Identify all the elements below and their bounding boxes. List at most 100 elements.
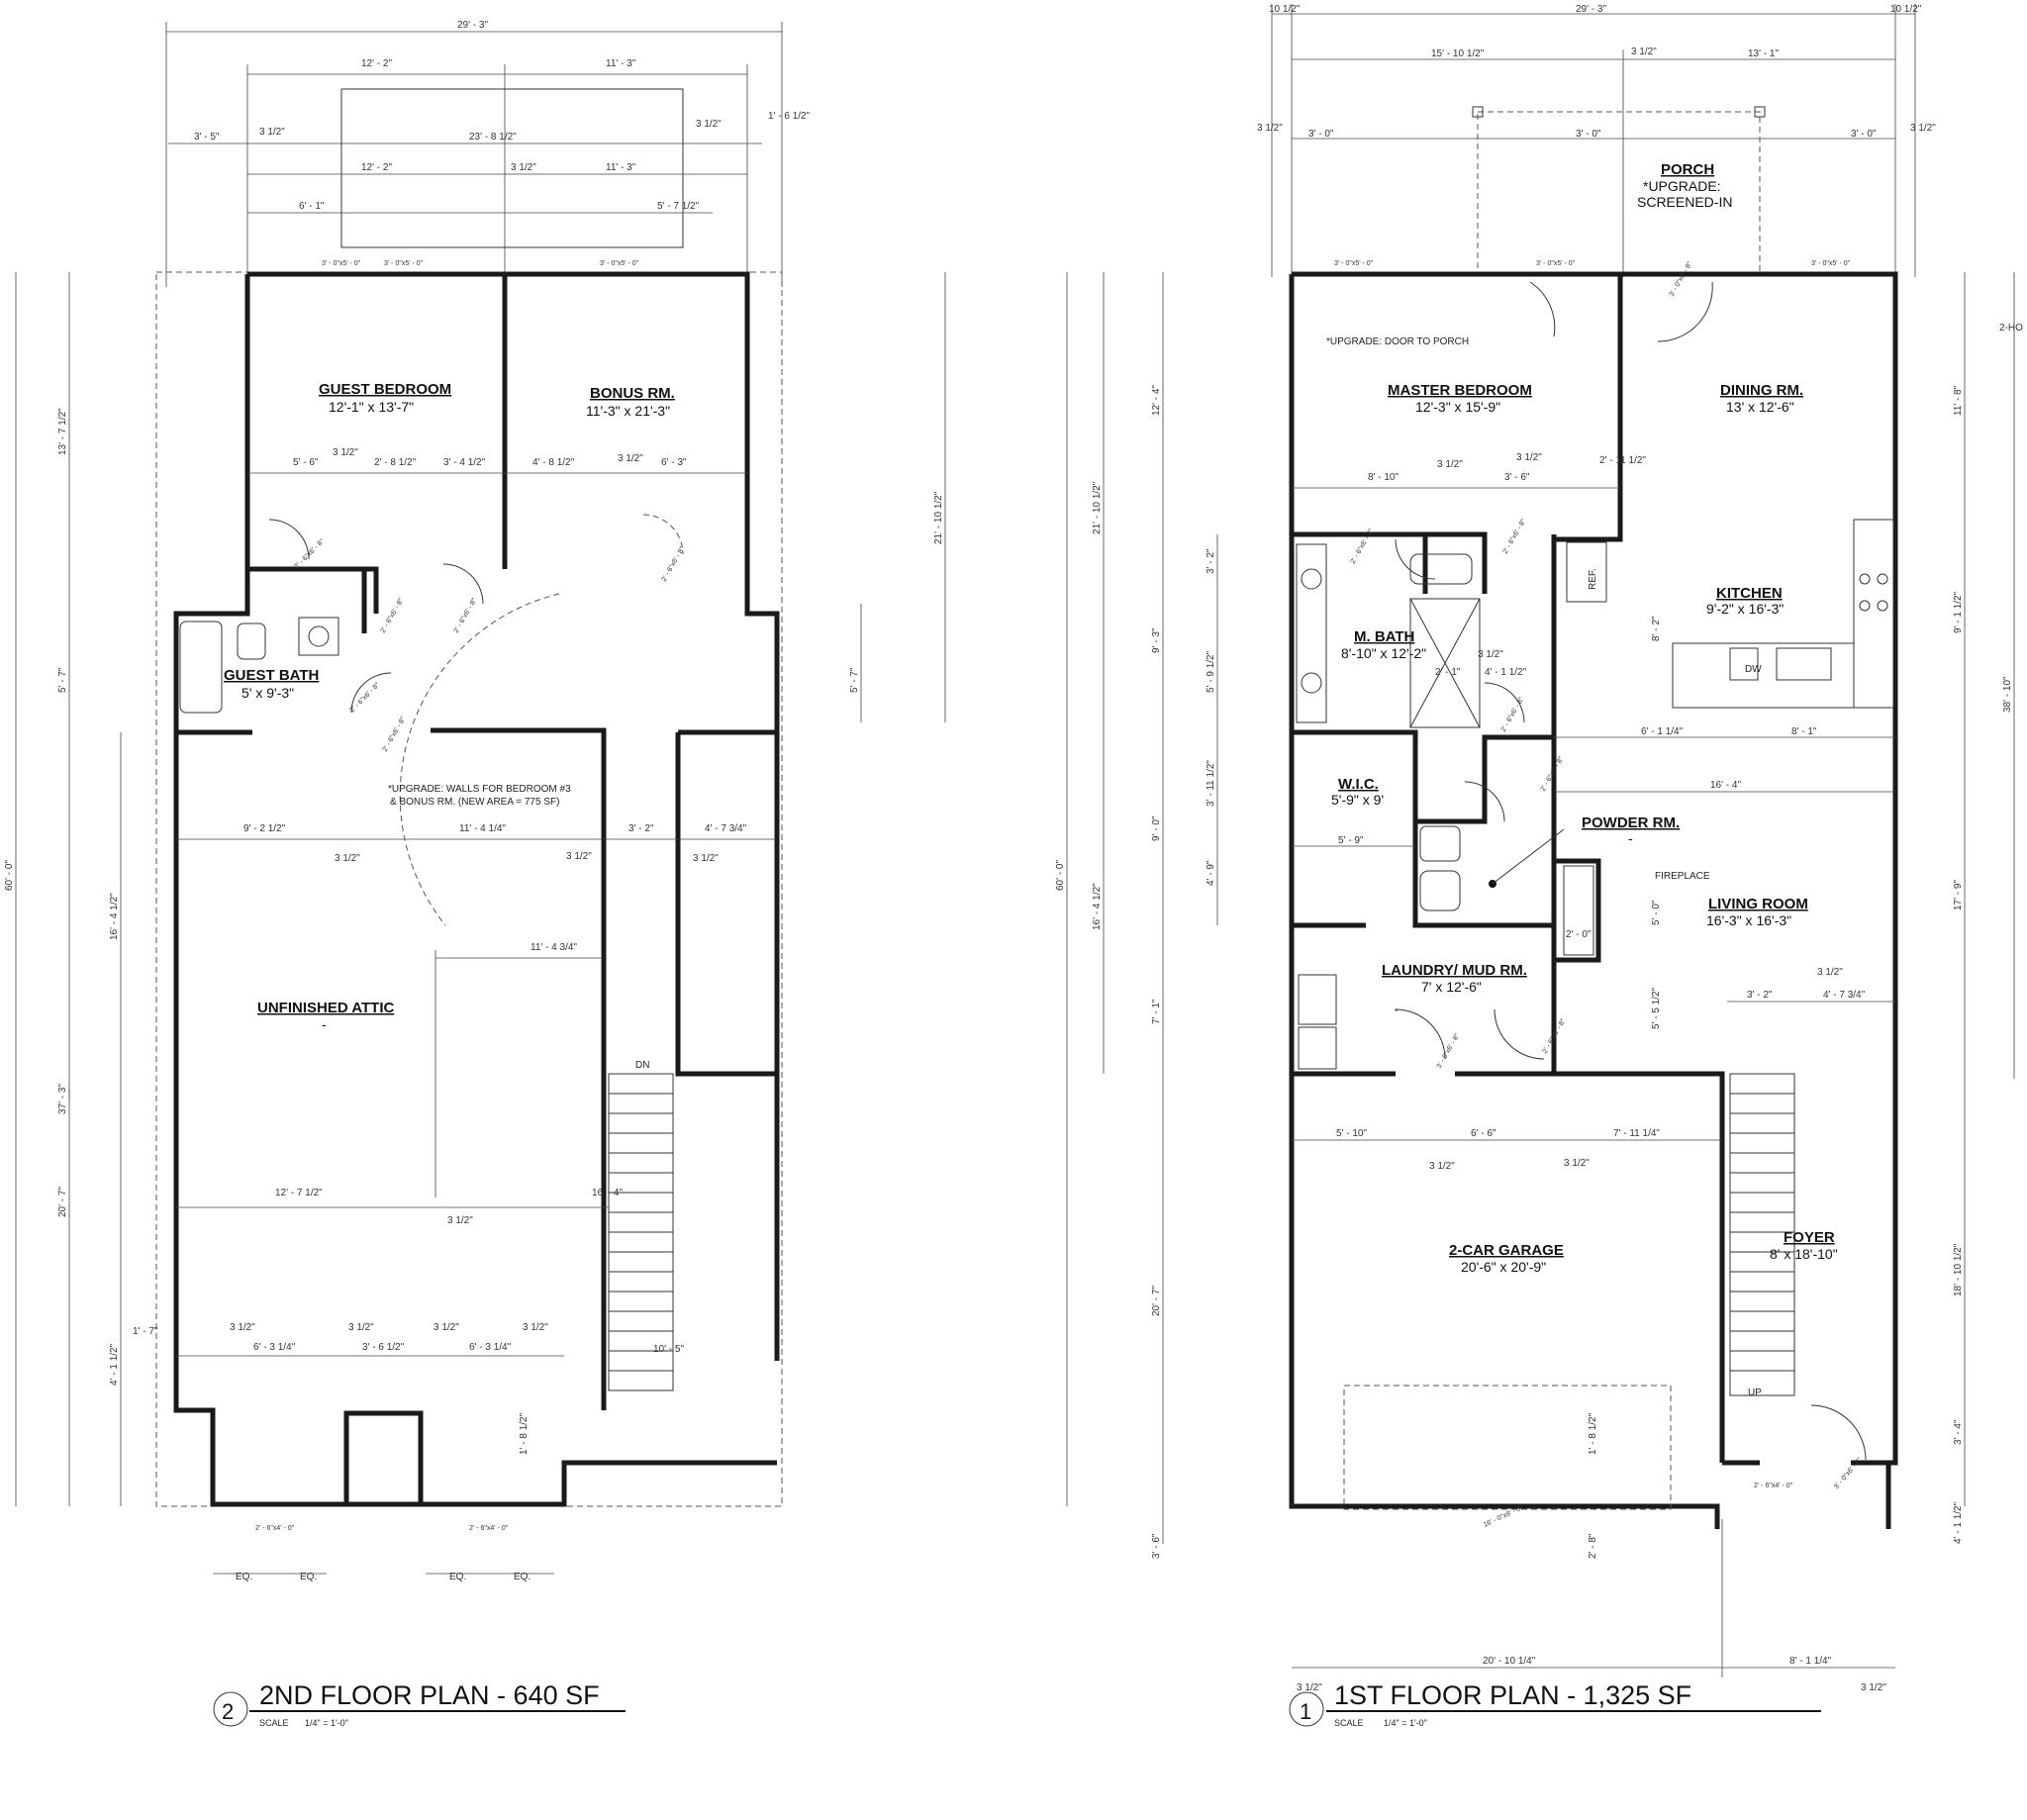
window-tag: 3' - 0"x5' - 0" (384, 260, 424, 267)
second-floor-walls (173, 271, 780, 1507)
room-foyer-name: FOYER (1784, 1229, 1835, 1246)
dim-mid-left: 12' - 2" (361, 162, 392, 173)
first-floor-plan: 10 1/2" 29' - 3" 10 1/2" 15' - 10 1/2" 3… (1055, 4, 2023, 1728)
dim-half-a: 3 1/2" (259, 127, 285, 138)
room-powder-size: - (1628, 830, 1633, 846)
dim-i9: 4' - 1 1/2" (1485, 667, 1527, 678)
dim-d10: 11' - 4 3/4" (531, 942, 577, 953)
dim-eq-2: EQ. (300, 1572, 317, 1582)
room-wic-name: W.I.C. (1338, 776, 1379, 793)
dim-right-wall: 10 1/2" (1890, 4, 1922, 15)
dim-half-k: 3 1/2" (1861, 1682, 1886, 1693)
dim-b2: 8' - 1 1/4" (1789, 1656, 1832, 1667)
window-tag: 2' - 6"x4' - 0" (255, 1525, 295, 1532)
dim-d6: 9' - 2 1/2" (243, 823, 286, 834)
dim-d13: 10' - 5" (653, 1344, 684, 1355)
door-tag: 3' - 0"x6' - 8" (1833, 1456, 1864, 1490)
dim-d16: 6' - 3 1/4" (469, 1342, 512, 1353)
dim-d5: 6' - 3" (661, 457, 687, 468)
dim-d18: 1' - 8 1/2" (519, 1412, 530, 1455)
room-m-bath-name: M. BATH (1354, 628, 1414, 645)
dim-half-k: 3 1/2" (348, 1322, 374, 1333)
dim-w3: 3' - 0" (1851, 129, 1877, 140)
scale-label: SCALE (259, 1718, 289, 1728)
dim-d9: 4' - 7 3/4" (705, 823, 747, 834)
dim-r3: 38' - 10" (2002, 676, 2013, 713)
door-swing-icon (350, 672, 392, 714)
plan-number-circle (1289, 1691, 1324, 1727)
dim-right-offset: 1' - 6 1/2" (768, 111, 811, 122)
door-swing-icon (399, 593, 560, 926)
dim-i8: 2' - 1" (1435, 667, 1461, 678)
first-floor-title-block: 1 1ST FLOOR PLAN - 1,325 SF SCALE 1/4" =… (1289, 1680, 1821, 1728)
dim-overall-width: 29' - 3" (1576, 4, 1606, 15)
room-garage-name: 2-CAR GARAGE (1449, 1242, 1564, 1259)
dim-height-overall: 60' - 0" (1055, 860, 1066, 891)
dim-i7: 5' - 9" (1338, 835, 1364, 846)
dim-b1: 20' - 10 1/4" (1483, 1656, 1536, 1667)
dim-half-e: 3 1/2" (1516, 452, 1542, 463)
dim-d2: 2' - 8 1/2" (374, 457, 417, 468)
note-door-to-porch: *UPGRADE: DOOR TO PORCH (1326, 336, 1469, 347)
dim-left-offset: 3' - 5" (194, 132, 220, 143)
shower-icon (1409, 598, 1481, 728)
door-swing-icon (1810, 1404, 1867, 1461)
dim-overall-width: 29' - 3" (457, 20, 488, 31)
dim-half-c: 3 1/2" (511, 162, 536, 173)
dim-i16: 5' - 10" (1336, 1128, 1367, 1139)
door-swing-icon (268, 519, 310, 560)
dim-eq-3: EQ. (449, 1572, 466, 1582)
stair-dn-label: DN (635, 1060, 649, 1071)
room-guest-bedroom-name: GUEST BEDROOM (319, 381, 451, 398)
first-floor-rooms: *UPGRADE: DOOR TO PORCH MASTER BEDROOM 1… (1326, 336, 1838, 1275)
door-tag: 3' - 0"x6' - 8" (1669, 260, 1694, 298)
dim-i11: 5' - 0" (1651, 900, 1662, 925)
dim-d7: 11' - 4 1/4" (459, 823, 506, 834)
dim-half-h: 3 1/2" (1429, 1161, 1455, 1172)
garage-door-outline (1343, 1385, 1672, 1510)
sink-icon (1301, 672, 1322, 694)
fireplace-label: FIREPLACE (1655, 871, 1710, 882)
dim-half-d: 3 1/2" (333, 447, 358, 458)
dim-w1: 3' - 0" (1308, 129, 1334, 140)
dim-h-lower: 20' - 7" (57, 1187, 68, 1217)
dim-i19: 1' - 8 1/2" (1588, 1412, 1598, 1455)
dim-i10: 8' - 2" (1651, 616, 1662, 641)
room-attic-name: UNFINISHED ATTIC (257, 1000, 394, 1016)
dim-d17: 1' - 7" (133, 1326, 158, 1337)
toilet-icon (1409, 553, 1473, 585)
dim-d8: 3' - 2" (628, 823, 654, 834)
dim-i20: 2' - 8" (1588, 1533, 1598, 1559)
bathtub-icon (179, 621, 223, 714)
kitchen-sink-icon (1776, 647, 1832, 681)
room-porch-note-2: SCREENED-IN (1637, 194, 1732, 210)
dim-h4: 9' - 3" (1151, 627, 1162, 653)
door-swing-icon (1657, 281, 1713, 342)
laundry-fixtures (1291, 974, 1398, 1506)
door-swing-icon (642, 514, 684, 555)
plan-title: 1ST FLOOR PLAN - 1,325 SF (1334, 1680, 1691, 1710)
dim-r1: 11' - 8" (1953, 385, 1964, 416)
door-swing-icon (1464, 781, 1505, 822)
second-floor-stair: DN (608, 1060, 674, 1391)
dim-h-lower-b: 4' - 1 1/2" (109, 1343, 120, 1386)
plan-title: 2ND FLOOR PLAN - 640 SF (259, 1680, 600, 1710)
first-floor-stair: UP (1729, 1073, 1795, 1398)
dim-i1: 8' - 10" (1368, 472, 1399, 483)
dim-i4: 6' - 1 1/4" (1641, 726, 1684, 737)
room-bonus-name: BONUS RM. (590, 385, 675, 402)
dryer-icon (1298, 974, 1337, 1025)
room-m-bath-size: 8'-10" x 12'-2" (1341, 645, 1426, 661)
dim-half-c: 3 1/2" (1910, 123, 1936, 134)
door-tag: 2' - 6"x6' - 8" (453, 597, 479, 634)
window-tag: 2' - 6"x4' - 0" (1754, 1483, 1793, 1489)
room-living-size: 16'-3" x 16'-3" (1706, 912, 1791, 928)
dim-half-b: 3 1/2" (696, 119, 722, 130)
window-tag: 2' - 6"x4' - 0" (469, 1525, 509, 1532)
room-master-bedroom-name: MASTER BEDROOM (1388, 382, 1532, 399)
room-garage-size: 20'-6" x 20'-9" (1461, 1259, 1546, 1275)
dim-d1: 5' - 6" (293, 457, 319, 468)
dim-i12: 2' - 0" (1566, 929, 1592, 940)
dim-i14: 3' - 2" (1747, 990, 1773, 1001)
